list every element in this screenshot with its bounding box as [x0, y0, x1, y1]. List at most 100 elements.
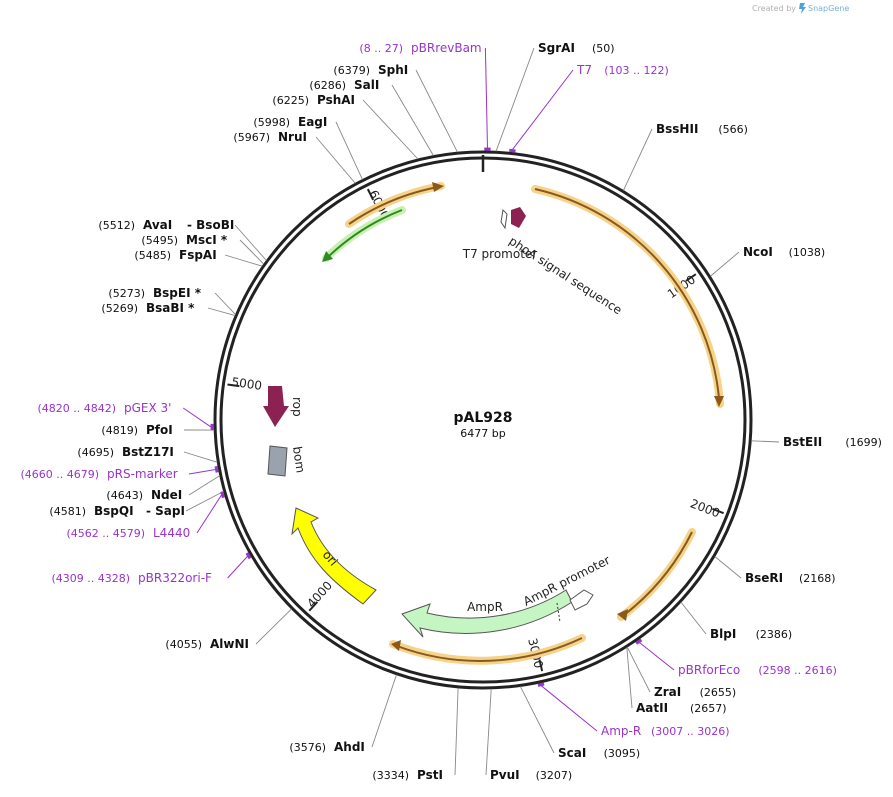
- primer-labels: pBRrevBam(8 .. 27)T7(103 .. 122)pBRforEc…: [20, 41, 837, 738]
- enzyme-coord-pfoi: (4819): [101, 424, 138, 437]
- enzyme-name-bstz17i[interactable]: BstZ17I: [122, 445, 174, 459]
- label-bom: bom: [290, 445, 308, 473]
- primer-name-amp-r[interactable]: Amp-R: [601, 724, 641, 738]
- label-ampr: AmpR: [467, 600, 503, 614]
- enzyme-name-nrui[interactable]: NruI: [278, 130, 307, 144]
- primer-line-pbr322ori-f: [227, 555, 248, 579]
- enzyme-line-zrai: [626, 646, 651, 693]
- primer-name-pbrrevbam[interactable]: pBRrevBam: [411, 41, 482, 55]
- primer-line-pbrforeco: [639, 642, 675, 671]
- primer-coord-prs-marker: (4660 .. 4679): [20, 468, 99, 481]
- label-t7-promoter: T7 promoter: [462, 247, 538, 261]
- enzyme-name-pvui[interactable]: PvuI: [490, 768, 520, 782]
- primer-coord-pbr322ori-f: (4309 .. 4328): [51, 572, 130, 585]
- primer-name-l4440[interactable]: L4440: [153, 526, 190, 540]
- enzyme-coord-bspqi: (4581): [49, 505, 86, 518]
- enzyme-extra-sapi[interactable]: - SapI: [146, 504, 185, 518]
- enzyme-name-zrai[interactable]: ZraI: [654, 685, 681, 699]
- enzyme-name-pfoi[interactable]: PfoI: [146, 423, 173, 437]
- orf-arcs: [345, 182, 724, 665]
- enzyme-coord-bspei: (5273): [108, 287, 145, 300]
- primer-name-pbrforeco[interactable]: pBRforEco: [678, 663, 740, 677]
- enzyme-name-avai[interactable]: AvaI: [143, 218, 172, 232]
- plasmid-name: pAL928: [453, 410, 512, 426]
- tick-mark-1000: [685, 273, 697, 282]
- orf-arc-top-left: [345, 182, 445, 228]
- enzyme-name-bspqi[interactable]: BspQI: [94, 504, 134, 518]
- primer-coord-pgex-3: (4820 .. 4842): [37, 402, 116, 415]
- enzyme-labels: SgrAI(50)BssHII(566)NcoI(1038)BstEII(169…: [49, 41, 882, 782]
- enzyme-line-scai: [519, 686, 555, 754]
- enzyme-name-bsabi[interactable]: BsaBI *: [146, 301, 195, 315]
- enzyme-name-aatii[interactable]: AatII: [636, 701, 668, 715]
- enzyme-line-bsshii: [622, 128, 653, 191]
- enzyme-line-alwni: [255, 608, 292, 645]
- enzyme-coord-bseri: (2168): [799, 572, 836, 585]
- primer-coord-pbrforeco: (2598 .. 2616): [758, 664, 837, 677]
- enzyme-line-aatii: [626, 647, 633, 709]
- enzyme-coord-blpi: (2386): [756, 628, 793, 641]
- credit-brand: SnapGene: [808, 4, 849, 13]
- primer-name-pbr322ori-f[interactable]: pBR322ori-F: [138, 571, 212, 585]
- t7-promoter-arrow-icon: [500, 208, 508, 230]
- enzyme-name-ndei[interactable]: NdeI: [151, 488, 182, 502]
- enzyme-coord-pvui: (3207): [536, 769, 573, 782]
- enzyme-coord-fspai: (5485): [134, 249, 171, 262]
- enzyme-name-sgrai[interactable]: SgrAI: [538, 41, 575, 55]
- primer-mark-t7: [509, 148, 516, 153]
- primer-mark-l4440: [220, 491, 225, 499]
- enzyme-extra-bsobi[interactable]: - BsoBI: [187, 218, 234, 232]
- enzyme-name-bsshii[interactable]: BssHII: [656, 122, 698, 136]
- enzyme-name-fspai[interactable]: FspAI: [179, 248, 217, 262]
- enzyme-line-ndei: [188, 475, 221, 496]
- enzyme-name-sphi[interactable]: SphI: [378, 63, 408, 77]
- enzyme-name-eagi[interactable]: EagI: [298, 115, 327, 129]
- enzyme-line-sphi: [415, 69, 458, 153]
- primer-mark-pbrforeco: [635, 638, 643, 645]
- tick-label-5000: 5000: [231, 375, 263, 393]
- bom-feature-box-icon: [267, 445, 288, 477]
- enzyme-name-pshai[interactable]: PshAI: [317, 93, 355, 107]
- primer-line-amp-r: [540, 685, 598, 732]
- enzyme-name-msci[interactable]: MscI *: [186, 233, 228, 247]
- enzyme-coord-sphi: (6379): [333, 64, 370, 77]
- enzyme-name-ncoi[interactable]: NcoI: [743, 245, 773, 259]
- enzyme-name-psti[interactable]: PstI: [417, 768, 443, 782]
- enzyme-coord-bstz17i: (4695): [77, 446, 114, 459]
- orf-arc-right: [531, 185, 724, 408]
- primer-name-prs-marker[interactable]: pRS-marker: [107, 467, 178, 481]
- enzyme-name-bseri[interactable]: BseRI: [745, 571, 783, 585]
- enzyme-name-alwni[interactable]: AlwNI: [210, 637, 249, 651]
- enzyme-name-blpi[interactable]: BlpI: [710, 627, 736, 641]
- orf-arc-lower-right: [617, 528, 696, 621]
- tick-mark-6000: [366, 188, 375, 201]
- tick-mark-3000: [538, 659, 544, 672]
- enzyme-line-pshai: [362, 99, 419, 160]
- snapgene-credit: Created by SnapGene: [752, 3, 849, 14]
- enzyme-coord-eagi: (5998): [253, 116, 290, 129]
- enzyme-line-avai: [234, 224, 267, 261]
- primer-name-t7[interactable]: T7: [576, 63, 592, 77]
- enzyme-line-nrui: [315, 136, 356, 184]
- primer-line-pbrrevbam: [484, 47, 488, 149]
- enzyme-line-bstz17i: [183, 451, 218, 463]
- enzyme-name-ahdi[interactable]: AhdI: [334, 740, 365, 754]
- enzyme-line-bspqi: [185, 490, 224, 512]
- primer-coord-amp-r: (3007 .. 3026): [651, 725, 730, 738]
- enzyme-line-ahdi: [371, 674, 397, 748]
- credit-prefix: Created by: [752, 4, 796, 13]
- enzyme-name-bspei[interactable]: BspEI *: [153, 286, 202, 300]
- enzyme-line-bseri: [714, 556, 742, 579]
- enzyme-coord-ndei: (4643): [106, 489, 143, 502]
- enzyme-coord-psti: (3334): [372, 769, 409, 782]
- enzyme-line-eagi: [335, 121, 363, 180]
- enzyme-line-bspei: [214, 292, 236, 315]
- enzyme-name-bsteii[interactable]: BstEII: [783, 435, 822, 449]
- enzyme-name-sali[interactable]: SalI: [354, 78, 379, 92]
- enzyme-coord-pshai: (6225): [272, 94, 309, 107]
- primer-mark-pbr322ori-f: [245, 552, 252, 560]
- tick-mark-5000: [227, 383, 240, 388]
- enzyme-name-scai[interactable]: ScaI: [558, 746, 586, 760]
- primer-name-pgex-3[interactable]: pGEX 3': [124, 401, 171, 415]
- enzyme-coord-ncoi: (1038): [789, 246, 826, 259]
